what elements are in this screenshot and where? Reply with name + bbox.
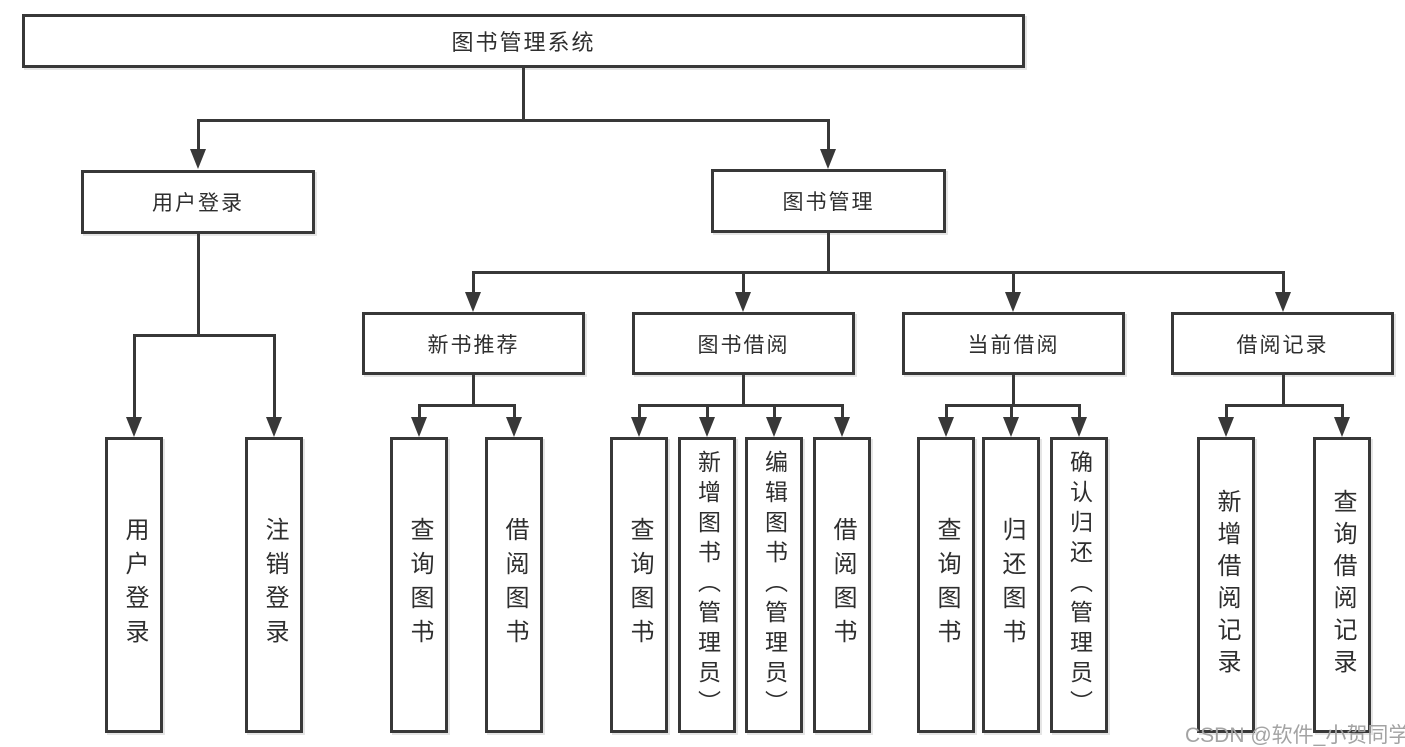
leaf-query-book-recommend: 查询图书 [390,437,448,733]
arrow-down-icon [266,417,282,437]
connector-line [944,403,1081,407]
connector-line [705,405,709,418]
leaf-logout: 注销登录 [245,437,303,733]
connector-line [1281,272,1285,293]
leaf-query-borrow-record: 查询借阅记录 [1313,437,1371,733]
leaf-user-login: 用户登录 [105,437,163,733]
node-borrowing-records: 借阅记录 [1171,312,1394,375]
connector-line [1011,272,1015,293]
leaf-confirm-return-admin: 确认归还（管理员） [1050,437,1108,733]
connector-line [1224,405,1228,418]
leaf-query-book-borrowing-label: 查询图书 [626,517,653,653]
arrow-down-icon [190,149,206,169]
connector-line [1224,403,1344,407]
connector-line [637,405,641,418]
connector-line [196,232,200,337]
arrow-down-icon [938,417,954,437]
node-user-login-label: 用户登录 [152,192,244,215]
connector-line [826,120,830,150]
node-new-book-recommend: 新书推荐 [362,312,585,375]
arrow-down-icon [1071,417,1087,437]
leaf-edit-book-admin: 编辑图书（管理员） [745,437,803,733]
connector-line [471,272,475,293]
leaf-return-book: 归还图书 [982,437,1040,733]
connector-line [417,405,421,418]
leaf-return-book-label: 归还图书 [998,517,1025,653]
leaf-borrow-book-recommend-label: 借阅图书 [501,517,528,653]
arrow-down-icon [1218,417,1234,437]
arrow-down-icon [699,417,715,437]
node-new-book-recommend-label: 新书推荐 [427,333,520,357]
arrow-down-icon [1334,417,1350,437]
connector-line [471,373,475,407]
connector-line [840,405,844,418]
leaf-add-borrow-record: 新增借阅记录 [1197,437,1255,733]
leaf-add-book-admin: 新增图书（管理员） [678,437,736,733]
leaf-add-book-admin-label: 新增图书（管理员） [694,450,721,720]
arrow-down-icon [1275,292,1291,312]
node-library-management-system: 图书管理系统 [22,14,1025,68]
arrow-down-icon [735,292,751,312]
leaf-borrow-book-recommend: 借阅图书 [485,437,543,733]
node-current-borrowing-label: 当前借阅 [967,333,1060,357]
leaf-confirm-return-admin-label: 确认归还（管理员） [1066,450,1093,720]
connector-line [826,231,830,274]
leaf-logout-label: 注销登录 [261,517,288,653]
arrow-down-icon [820,149,836,169]
connector-line [471,270,1285,274]
leaf-query-book-recommend-label: 查询图书 [406,517,433,653]
arrow-down-icon [1005,292,1021,312]
connector-line [1009,405,1013,418]
leaf-borrow-book-label: 借阅图书 [829,517,856,653]
connector-line [741,373,745,407]
connector-line [741,272,745,293]
leaf-user-login-label: 用户登录 [121,517,148,653]
node-book-management-label: 图书管理 [782,191,875,214]
connector-line [196,120,200,150]
connector-line [1340,405,1344,418]
connector-line [637,403,844,407]
arrow-down-icon [126,417,142,437]
connector-line [132,333,276,337]
connector-line [1011,373,1015,407]
connector-line [944,405,948,418]
leaf-query-book-current-label: 查询图书 [933,517,960,653]
leaf-borrow-book: 借阅图书 [813,437,871,733]
arrow-down-icon [1003,417,1019,437]
connector-line [521,66,525,121]
connector-line [272,335,276,418]
node-book-borrowing-label: 图书借阅 [697,333,790,357]
csdn-watermark: CSDN @软件_小贺同学 [1185,724,1405,747]
arrow-down-icon [766,417,782,437]
node-current-borrowing: 当前借阅 [902,312,1125,375]
leaf-query-book-borrowing: 查询图书 [610,437,668,733]
leaf-add-borrow-record-label: 新增借阅记录 [1213,489,1240,681]
connector-line [196,118,830,122]
connector-line [512,405,516,418]
leaf-query-borrow-record-label: 查询借阅记录 [1329,489,1356,681]
node-library-management-system-label: 图书管理系统 [451,30,596,55]
node-book-borrowing: 图书借阅 [632,312,855,375]
arrow-down-icon [411,417,427,437]
connector-line [1281,373,1285,407]
node-user-login: 用户登录 [81,170,315,234]
connector-line [772,405,776,418]
connector-line [417,403,516,407]
leaf-query-book-current: 查询图书 [917,437,975,733]
connector-line [132,335,136,418]
arrow-down-icon [631,417,647,437]
connector-line [1077,405,1081,418]
arrow-down-icon [465,292,481,312]
arrow-down-icon [506,417,522,437]
node-borrowing-records-label: 借阅记录 [1236,333,1329,357]
leaf-edit-book-admin-label: 编辑图书（管理员） [761,450,788,720]
node-book-management: 图书管理 [711,169,946,233]
arrow-down-icon [834,417,850,437]
